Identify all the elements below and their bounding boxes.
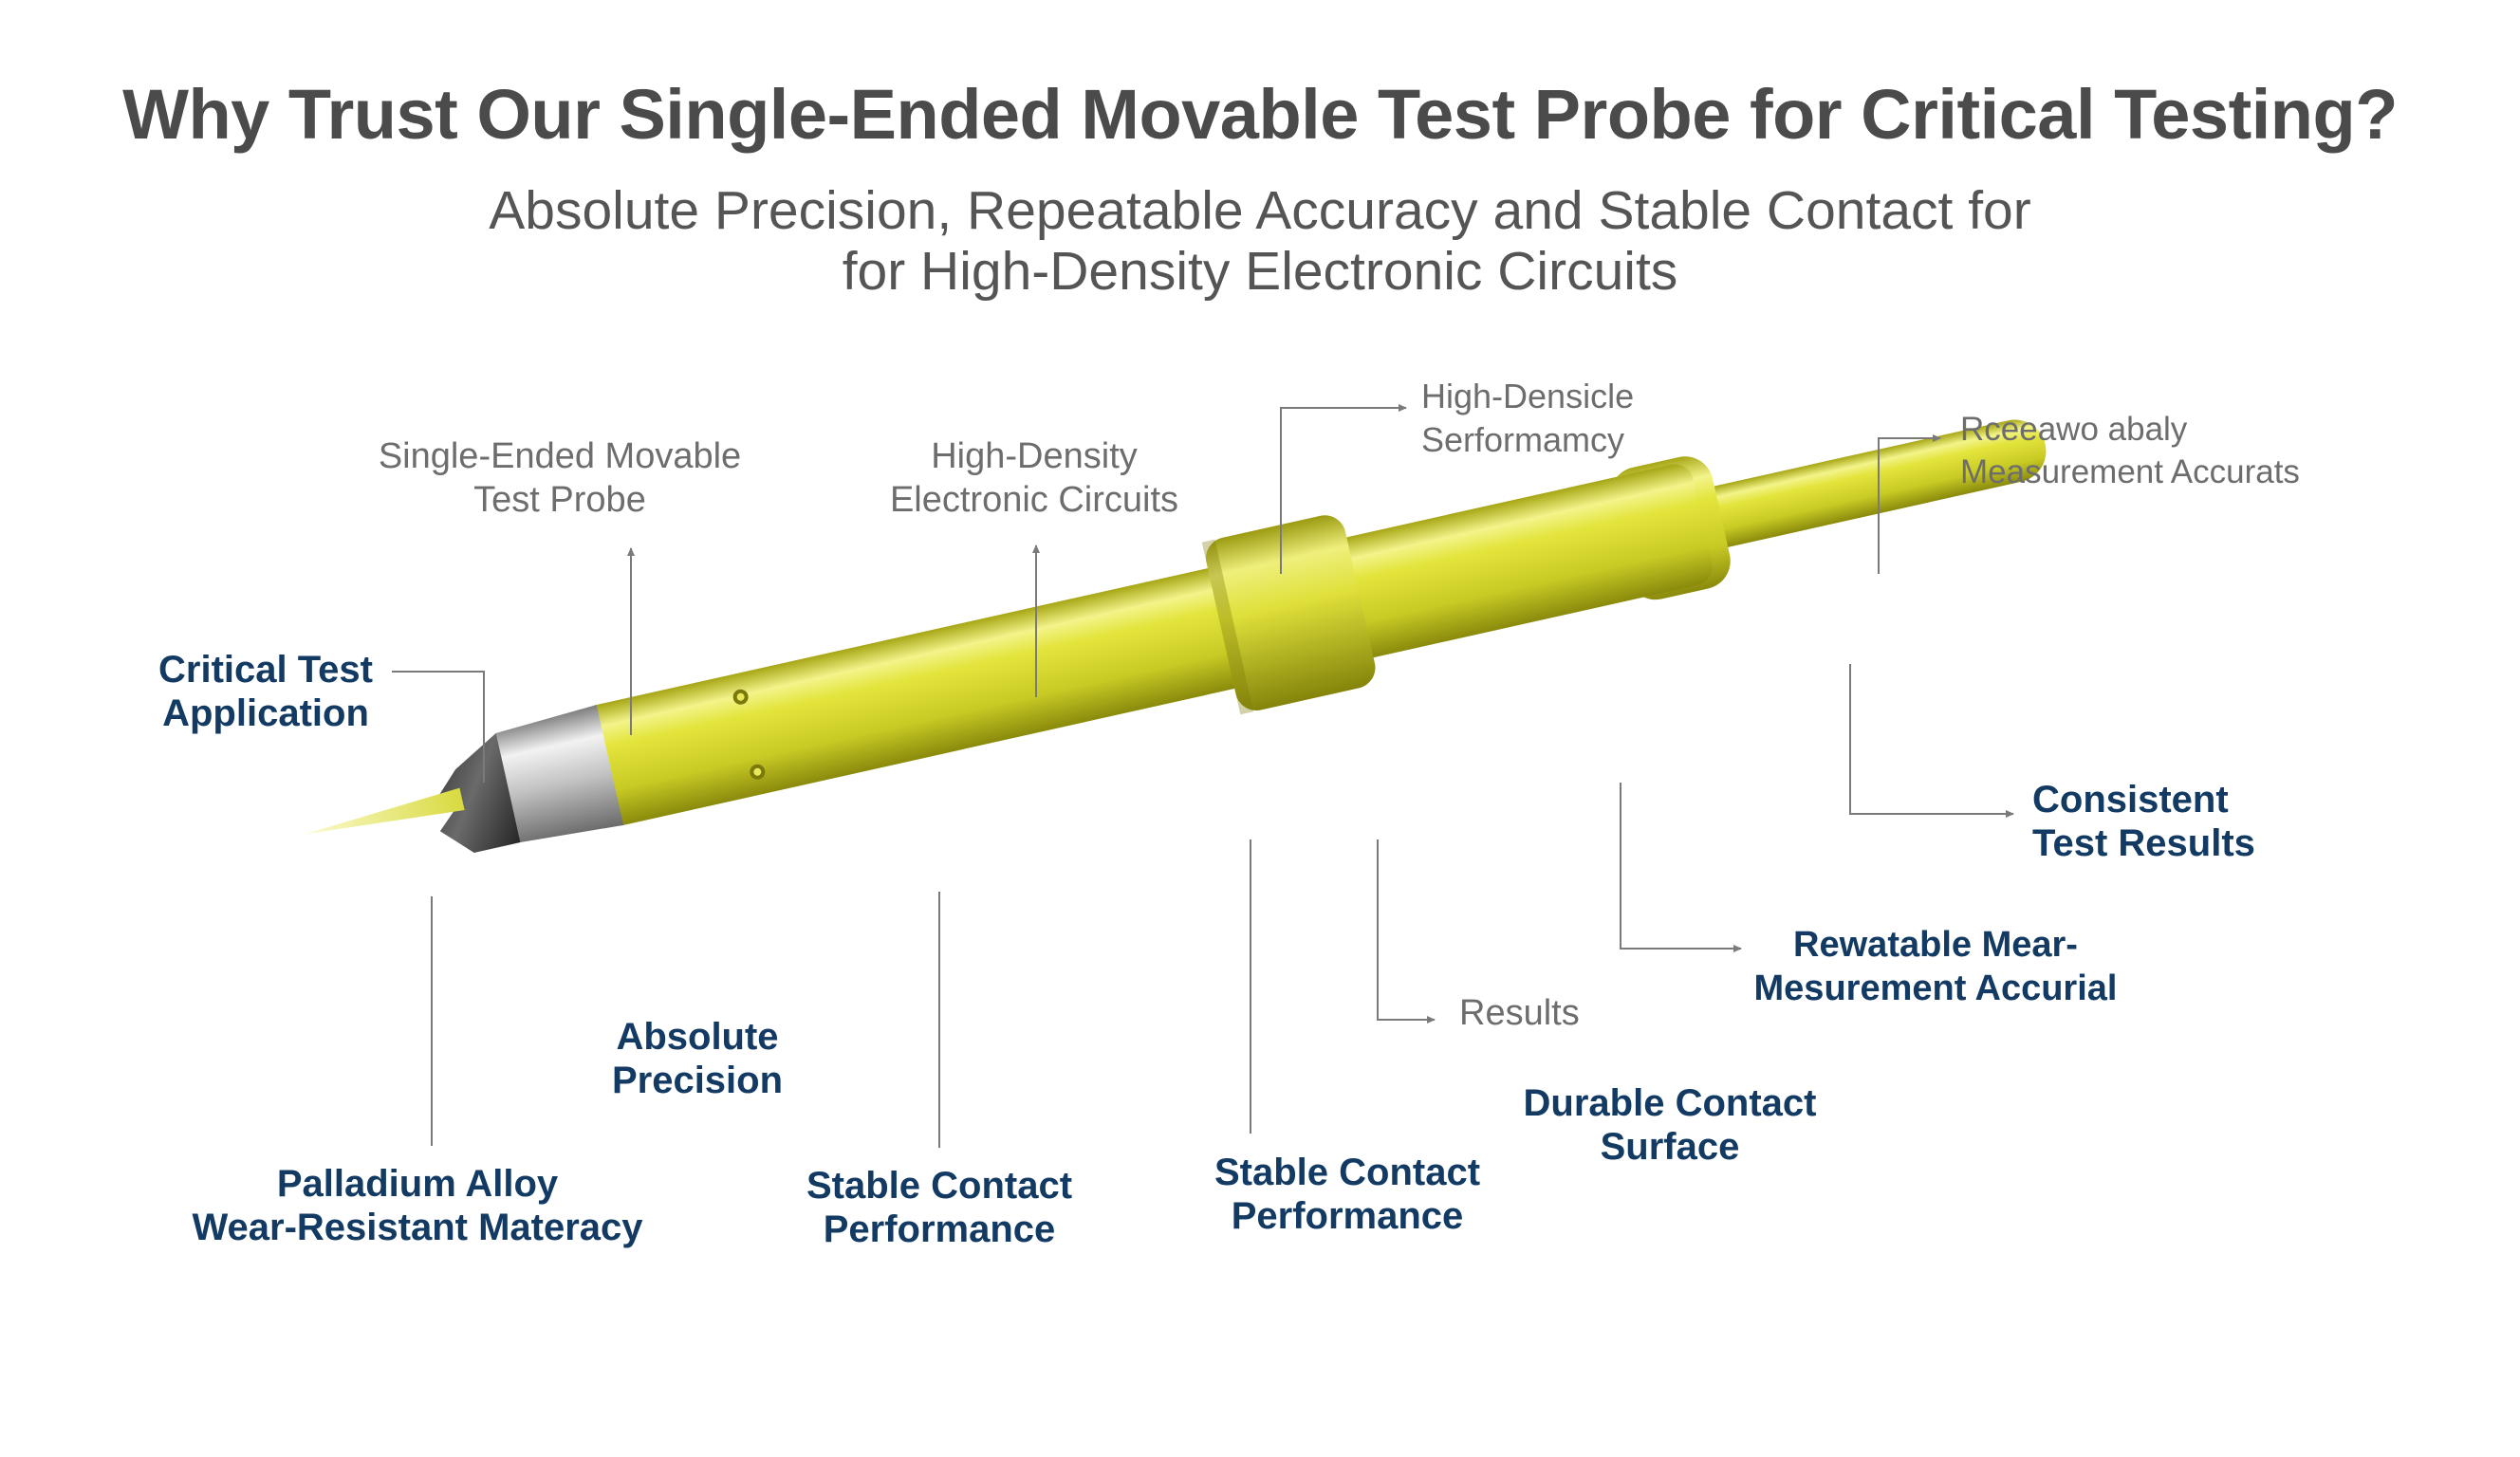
label-rewatable-line-1: Rewatable Mear- <box>1793 925 2078 965</box>
leader-high-densicle <box>1280 404 1407 574</box>
label-critical-test-line-2: Application <box>162 692 369 734</box>
label-absolute-precision-line-2: Precision <box>611 1060 784 1101</box>
page-title: Why Trust Our Single-Ended Movable Test … <box>122 75 2398 154</box>
label-absolute-precision: Absolute Precision <box>550 1015 844 1102</box>
label-high-densicle-line-2: Serformamcy <box>1421 420 1625 459</box>
leader-reeeawo <box>1878 434 1941 574</box>
leader-critical-test <box>392 671 485 783</box>
label-critical-test-line-1: Critical Test <box>158 649 373 691</box>
label-reeeawo-line-2: Measurement Accurats <box>1960 453 2300 490</box>
label-durable-line-1: Durable Contact <box>1523 1082 1817 1124</box>
leader-rewatable <box>1620 783 1742 952</box>
label-high-density: High-Density Electronic Circuits <box>835 434 1233 522</box>
label-rewatable-line-2: Mesurement Accurial <box>1753 968 2118 1008</box>
tip-sleeve <box>495 705 624 843</box>
label-high-densicle-line-1: High-Densicle <box>1421 377 1635 415</box>
main-barrel <box>582 464 1713 826</box>
label-reeeawo-line-1: Rceeawo abaly <box>1960 411 2188 448</box>
label-results-line-1: Results <box>1459 993 1580 1033</box>
label-durable-line-2: Surface <box>1600 1126 1740 1168</box>
label-critical-test: Critical Test Application <box>123 648 408 735</box>
label-palladium: Palladium Alloy Wear-Resistant Materacy <box>152 1162 683 1249</box>
label-rewatable: Rewatable Mear- Mesurement Accurial <box>1736 923 2135 1010</box>
label-consistent-line-1: Consistent <box>2032 779 2229 821</box>
label-stable-contact-2: Stable Contact Performance <box>1167 1151 1528 1238</box>
label-stable-2-line-2: Performance <box>1231 1195 1464 1237</box>
label-high-density-line-1: High-Density <box>931 436 1138 476</box>
label-stable-1-line-2: Performance <box>823 1208 1056 1250</box>
label-single-ended-line-2: Test Probe <box>473 480 646 520</box>
label-high-density-line-2: Electronic Circuits <box>889 480 1179 520</box>
subtitle-line-2: for High-Density Electronic Circuits <box>842 241 1678 302</box>
collar <box>1206 515 1376 710</box>
label-results: Results <box>1459 991 1649 1035</box>
label-stable-2-line-1: Stable Contact <box>1214 1152 1481 1193</box>
plunger-rod <box>1683 419 2047 550</box>
leader-results <box>1377 839 1436 1024</box>
label-palladium-line-2: Wear-Resistant Materacy <box>192 1207 643 1248</box>
page-subtitle: Absolute Precision, Repeatable Accuracy … <box>0 180 2520 302</box>
subtitle-line-1: Absolute Precision, Repeatable Accuracy … <box>489 180 2031 241</box>
label-single-ended-line-1: Single-Ended Movable <box>378 436 742 476</box>
label-durable: Durable Contact Surface <box>1490 1081 1850 1169</box>
leader-consistent <box>1849 664 2014 818</box>
label-palladium-line-1: Palladium Alloy <box>276 1163 559 1205</box>
label-absolute-precision-line-1: Absolute <box>616 1016 779 1058</box>
label-consistent-line-2: Test Results <box>2032 822 2255 864</box>
label-consistent: Consistent Test Results <box>2032 778 2336 865</box>
label-stable-1-line-1: Stable Contact <box>806 1165 1073 1207</box>
crown-tip <box>434 732 521 853</box>
label-stable-contact-1: Stable Contact Performance <box>759 1164 1120 1251</box>
label-high-densicle: High-Densicle Serformamcy <box>1421 375 1725 462</box>
label-reeeawo: Rceeawo abaly Measurement Accurats <box>1960 408 2378 493</box>
label-single-ended: Single-Ended Movable Test Probe <box>323 434 797 522</box>
needle-point <box>305 787 465 835</box>
